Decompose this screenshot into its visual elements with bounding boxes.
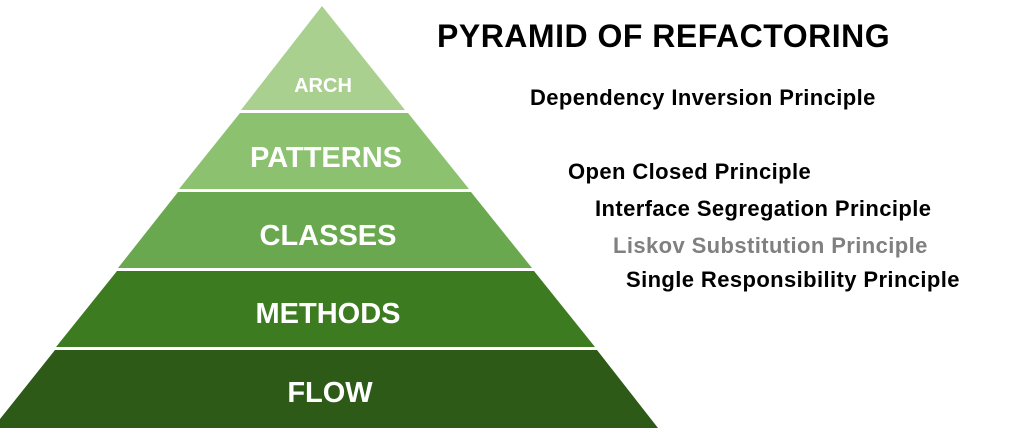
principle-dependency-inversion: Dependency Inversion Principle xyxy=(530,85,876,110)
principle-open-closed: Open Closed Principle xyxy=(568,159,812,184)
diagram-title: PYRAMID OF REFACTORING xyxy=(437,18,891,54)
tier-methods-label: METHODS xyxy=(256,298,401,330)
pyramid-diagram: ARCH PATTERNS CLASSES METHODS FLOW xyxy=(0,6,658,428)
pyramid-tier-patterns: PATTERNS xyxy=(179,113,469,189)
pyramid-tier-classes: CLASSES xyxy=(118,192,532,268)
tier-classes-label: CLASSES xyxy=(260,220,397,252)
principle-single-responsibility: Single Responsibility Principle xyxy=(626,267,960,292)
tier-classes-shape xyxy=(118,192,532,268)
tier-methods-shape xyxy=(56,271,595,347)
pyramid-tier-flow: FLOW xyxy=(0,350,658,428)
principle-interface-segregation: Interface Segregation Principle xyxy=(595,196,932,221)
tier-arch-shape xyxy=(241,6,405,110)
principle-liskov-substitution: Liskov Substitution Principle xyxy=(613,233,928,258)
pyramid-tier-arch: ARCH xyxy=(241,6,405,110)
tier-arch-label: ARCH xyxy=(294,75,352,97)
tier-flow-shape xyxy=(0,350,658,428)
tier-patterns-label: PATTERNS xyxy=(250,142,402,174)
tier-patterns-shape xyxy=(179,113,469,189)
pyramid-tier-methods: METHODS xyxy=(56,271,595,347)
tier-flow-label: FLOW xyxy=(287,377,373,409)
